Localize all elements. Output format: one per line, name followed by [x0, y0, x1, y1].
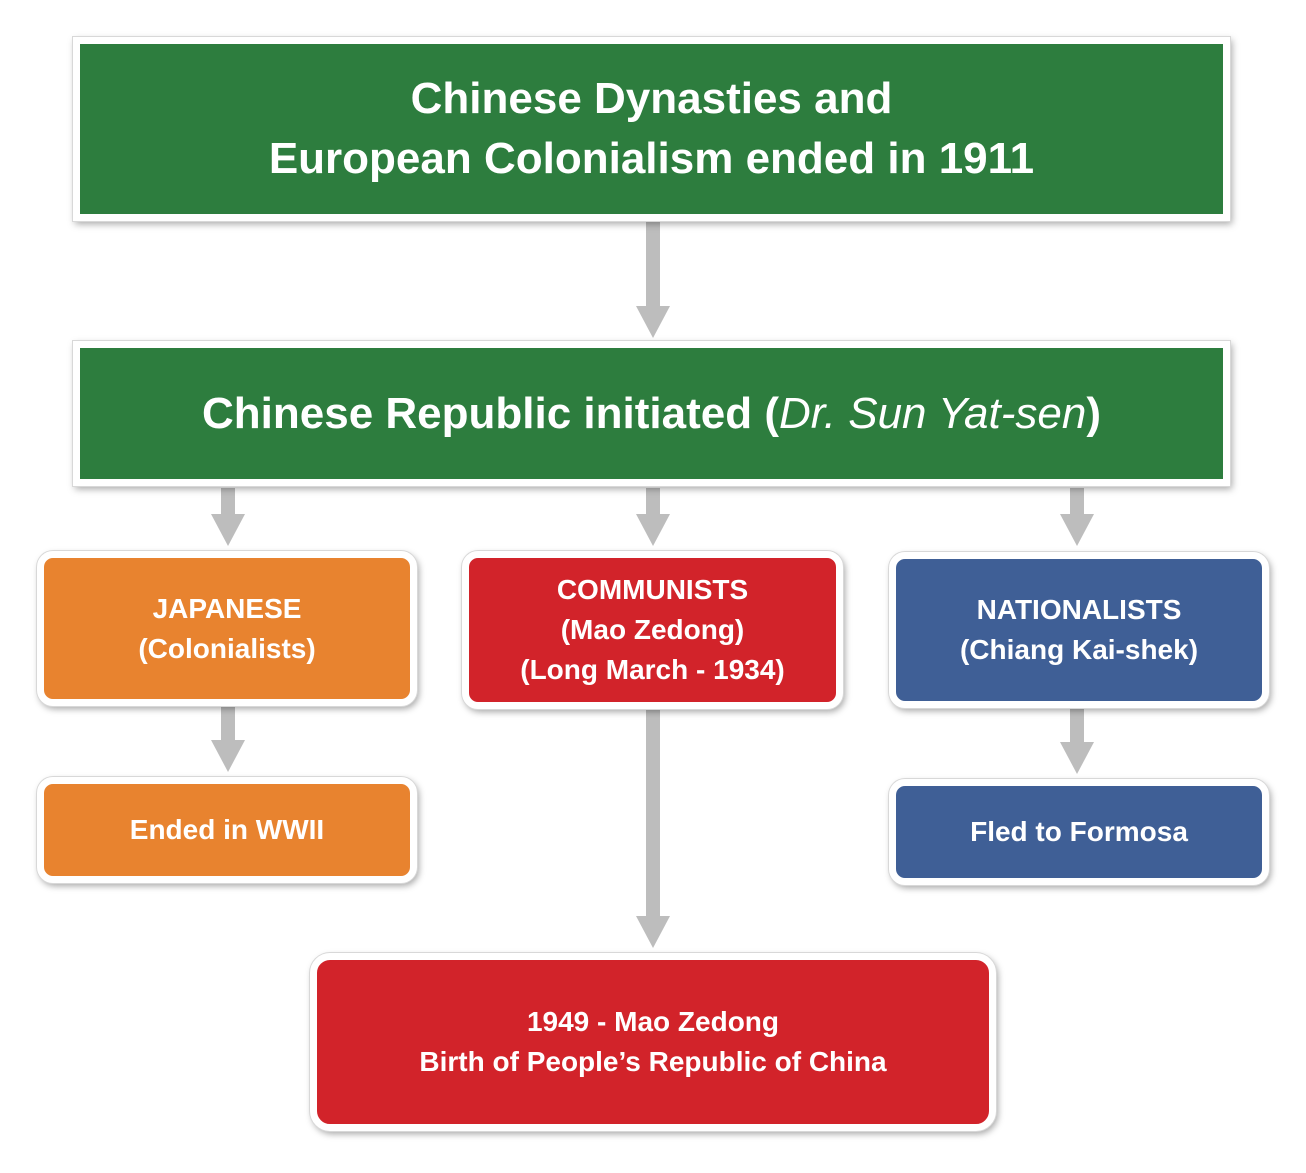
arrow-head-japanese-to-wwii	[211, 740, 245, 772]
arrow-communists-to-prc	[646, 710, 660, 918]
arrow-title-to-republic	[646, 222, 660, 308]
arrow-republic-to-communists	[646, 488, 660, 516]
nationalists-line-2: (Chiang Kai-shek)	[959, 634, 1199, 665]
arrow-head-republic-to-communists	[636, 514, 670, 546]
arrow-republic-to-nationalists	[1070, 488, 1084, 516]
nationalists-line-1: NATIONALISTS	[976, 594, 1182, 625]
japanese-outcome-box: Ended in WWII	[37, 777, 417, 883]
arrow-republic-to-japanese	[221, 488, 235, 516]
title-line-2: European Colonialism ended in 1911	[268, 134, 1035, 183]
communists-line-2: (Mao Zedong)	[560, 614, 745, 645]
arrow-head-communists-to-prc	[636, 916, 670, 948]
title-box: Chinese Dynasties and European Coloniali…	[73, 37, 1230, 221]
arrow-head-republic-to-japanese	[211, 514, 245, 546]
arrow-head-nationalists-to-formosa	[1060, 742, 1094, 774]
republic-text-italic: Dr. Sun Yat-sen	[778, 388, 1087, 438]
nationalists-box: NATIONALISTS (Chiang Kai-shek)	[889, 552, 1269, 708]
japanese-box: JAPANESE (Colonialists)	[37, 551, 417, 706]
japanese-line-1: JAPANESE	[152, 592, 302, 624]
prc-line-1: 1949 - Mao Zedong	[526, 1006, 780, 1037]
arrow-japanese-to-wwii	[221, 706, 235, 742]
arrow-head-title-to-republic	[636, 306, 670, 338]
republic-text: Chinese Republic initiated (Dr. Sun Yat-…	[202, 384, 1101, 444]
communists-box: COMMUNISTS (Mao Zedong) (Long March - 19…	[462, 551, 843, 709]
communists-line-1: COMMUNISTS	[556, 574, 749, 605]
japanese-line-2: (Colonialists)	[138, 632, 316, 664]
prc-line-2: Birth of People’s Republic of China	[419, 1046, 887, 1077]
republic-box: Chinese Republic initiated (Dr. Sun Yat-…	[73, 341, 1230, 486]
nationalists-outcome: Fled to Formosa	[970, 816, 1188, 847]
arrow-head-republic-to-nationalists	[1060, 514, 1094, 546]
japanese-outcome: Ended in WWII	[129, 814, 325, 845]
republic-text-close: )	[1086, 388, 1101, 438]
prc-box: 1949 - Mao Zedong Birth of People’s Repu…	[310, 953, 996, 1131]
republic-text-main: Chinese Republic initiated (	[202, 388, 779, 438]
arrow-nationalists-to-formosa	[1070, 708, 1084, 744]
nationalists-outcome-box: Fled to Formosa	[889, 779, 1269, 885]
title-line-1: Chinese Dynasties and	[410, 74, 893, 123]
communists-line-3: (Long March - 1934)	[520, 654, 785, 685]
